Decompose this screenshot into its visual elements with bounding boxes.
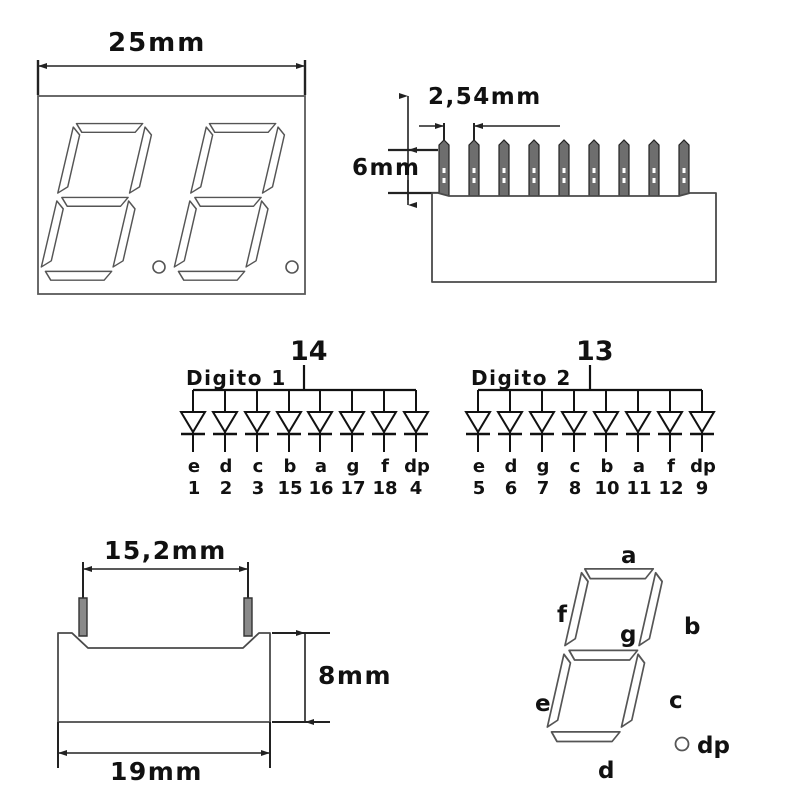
segment-map-group <box>546 568 690 752</box>
segment-b-shape <box>638 571 663 647</box>
segment-map-digit <box>546 568 663 743</box>
d1-diodes <box>179 411 430 452</box>
d1-seg-label: d <box>219 456 233 477</box>
segment-label-e: e <box>535 691 551 717</box>
segment-f-shape <box>564 571 589 647</box>
d2-seg-label: d <box>504 456 518 477</box>
dim-label-15-2mm: 15,2mm <box>104 536 227 565</box>
pin <box>648 139 660 197</box>
dim-label-8mm: 8mm <box>318 661 392 690</box>
pin <box>498 139 510 197</box>
dim-label-2-54mm: 2,54mm <box>428 84 542 110</box>
d1-seg-label: a <box>314 456 328 477</box>
d2-diodes <box>464 411 716 452</box>
segment-dp-shape <box>674 736 690 752</box>
d1-pin-label: 4 <box>409 478 423 499</box>
pin <box>678 139 690 197</box>
d2-pin-label: 10 <box>594 478 620 499</box>
d1-seg-label: c <box>252 456 264 477</box>
segment-label-d: d <box>598 758 615 784</box>
d1-pin-label: 2 <box>219 478 233 499</box>
d1-seg-label: e <box>187 456 201 477</box>
segment-c-shape <box>620 653 646 728</box>
pin <box>588 139 600 197</box>
d1-pin-label: 1 <box>187 478 201 499</box>
circuit-digit-1-common-pin: 14 <box>290 336 328 367</box>
segment-a-shape <box>583 568 655 580</box>
d2-seg-label: f <box>667 456 675 477</box>
d2-branches <box>477 390 703 412</box>
d1-pin-label: 18 <box>372 478 398 499</box>
bottom-side-view-group <box>57 562 330 768</box>
dim-label-19mm: 19mm <box>110 757 203 786</box>
side-pin-left <box>78 597 88 637</box>
dim-label-6mm: 6mm <box>352 155 421 181</box>
d1-seg-label: dp <box>404 456 430 477</box>
segment-label-b: b <box>684 614 701 640</box>
d1-pin-label: 17 <box>340 478 366 499</box>
pin-row <box>438 139 690 197</box>
d1-branches <box>192 390 417 412</box>
d2-pin-label: 6 <box>504 478 518 499</box>
pin <box>468 139 480 197</box>
segment-label-c: c <box>669 688 683 714</box>
d2-seg-label: c <box>569 456 581 477</box>
front-digit-2-dp <box>285 260 299 274</box>
circuit-digit-1 <box>179 365 430 452</box>
side-pin-right <box>243 597 253 637</box>
pin <box>528 139 540 197</box>
package-body-side <box>431 192 717 283</box>
circuit-digit-1-title: Digito 1 <box>186 366 287 390</box>
circuit-digit-2-title: Digito 2 <box>471 366 572 390</box>
circuit-digit-2-common-pin: 13 <box>576 336 614 367</box>
d2-seg-label: b <box>600 456 614 477</box>
d2-pin-label: 7 <box>536 478 550 499</box>
d1-pin-label: 3 <box>251 478 265 499</box>
d2-pin-label: 9 <box>695 478 709 499</box>
d2-pin-label: 8 <box>568 478 582 499</box>
d1-pin-label: 16 <box>308 478 334 499</box>
d1-seg-label: f <box>381 456 389 477</box>
segment-d-shape <box>550 730 621 743</box>
d2-seg-label: dp <box>690 456 716 477</box>
dim-label-25mm: 25mm <box>108 28 207 58</box>
segment-g-shape <box>568 649 639 661</box>
segment-e-shape <box>546 653 572 728</box>
circuit-digit-2 <box>464 365 716 452</box>
pin <box>618 139 630 197</box>
package-body-bottom <box>57 632 271 723</box>
segment-label-f: f <box>557 602 568 628</box>
d2-seg-label: g <box>536 456 550 477</box>
d2-seg-label: a <box>632 456 646 477</box>
d2-seg-label: e <box>472 456 486 477</box>
pin <box>438 139 450 197</box>
segment-label-a: a <box>621 543 637 569</box>
segment-label-g: g <box>620 622 637 648</box>
pin-side-view-group <box>388 93 717 283</box>
d1-pin-label: 15 <box>277 478 303 499</box>
front-digit-1-dp <box>152 260 166 274</box>
front-view-group <box>36 60 307 295</box>
d1-seg-label: g <box>346 456 360 477</box>
segment-label-dp: dp <box>697 733 730 759</box>
d2-pin-label: 12 <box>658 478 684 499</box>
d2-pin-label: 11 <box>626 478 652 499</box>
pin <box>558 139 570 197</box>
d2-pin-label: 5 <box>472 478 486 499</box>
d1-seg-label: b <box>283 456 297 477</box>
